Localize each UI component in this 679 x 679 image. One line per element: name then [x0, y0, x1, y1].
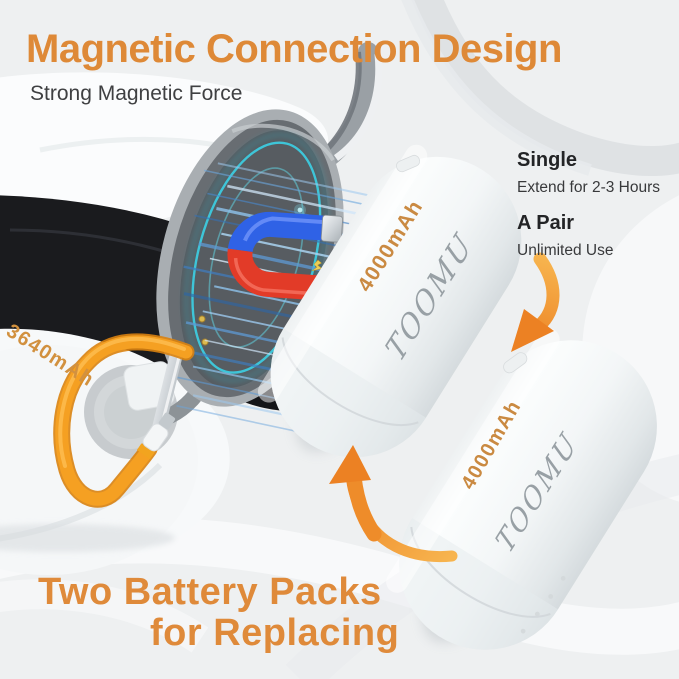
- page-subtitle: Strong Magnetic Force: [30, 82, 243, 105]
- footer-caption-line2: for Replacing: [150, 612, 400, 654]
- page-title: Magnetic Connection Design: [26, 27, 562, 71]
- battery-port: [123, 349, 183, 437]
- usb-cable: [53, 333, 195, 508]
- single-option-label: Single: [517, 149, 578, 171]
- curved-arrow-down-icon: [511, 252, 560, 352]
- battery-pack-attached: [257, 144, 522, 458]
- curved-arrow-up-icon: [329, 445, 458, 563]
- pogo-pins: [198, 315, 209, 346]
- footer-caption-line1: Two Battery Packs: [38, 571, 382, 613]
- pair-option-description: Unlimited Use: [517, 242, 614, 259]
- single-option-description: Extend for 2-3 Hours: [517, 179, 661, 196]
- cable-plug: [136, 412, 176, 460]
- magnet-icon: [227, 211, 344, 303]
- pair-option-label: A Pair: [517, 212, 575, 234]
- battery-pack-spare: [386, 328, 657, 650]
- battery-led-dots: [520, 575, 566, 634]
